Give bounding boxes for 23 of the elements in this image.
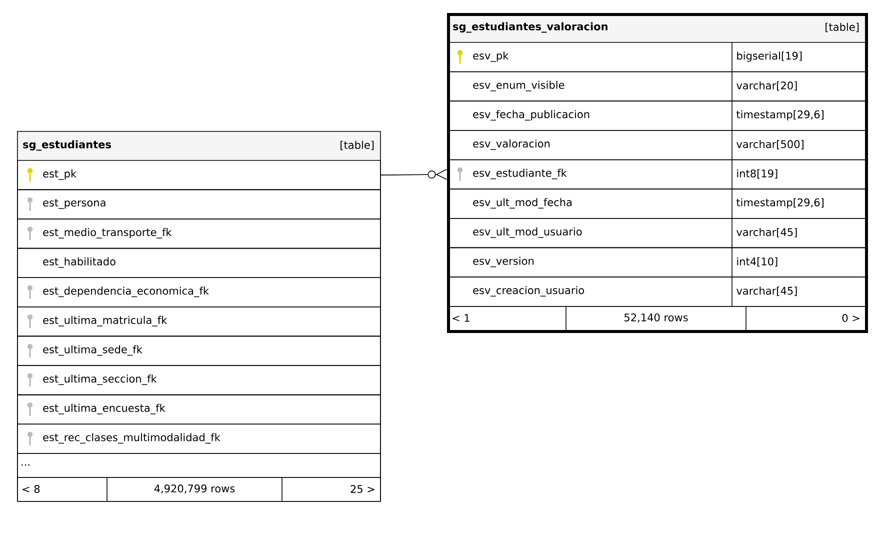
relationship-line (380, 168, 448, 180)
table-row: est_ultima_matricula_fk (17, 306, 381, 337)
table-row: est_dependencia_economica_fk (17, 277, 381, 308)
table-row: est_pk (17, 160, 381, 190)
table-row: esv_creacion_usuario varchar[45] (447, 276, 866, 307)
table-footer: < 8 4,920,799 rows 25 > (17, 476, 381, 502)
table-row: est_rec_clases_multimodalidad_fk (17, 424, 381, 454)
table-row: est_ultima_encuesta_fk (17, 394, 381, 424)
table-row: esv_ult_mod_fecha timestamp[29,6] (447, 188, 866, 219)
table-row: ... (17, 453, 381, 478)
table-row: est_medio_transporte_fk (17, 218, 381, 249)
table-row: esv_version int4[10] (447, 246, 866, 278)
table-row: esv_fecha_publicacion timestamp[29,6] (447, 100, 866, 131)
table-row: esv_valoracion varchar[500] (447, 130, 866, 160)
table-footer: < 1 52,140 rows 0 > (447, 306, 866, 331)
table-row: esv_enum_visible varchar[20] (447, 70, 866, 102)
table-row: esv_estudiante_fk int8[19] (447, 158, 866, 190)
table-row: esv_pk bigserial[19] (447, 42, 866, 72)
table-row: esv_ult_mod_usuario varchar[45] (447, 218, 866, 248)
table-row: est_habilitado (17, 248, 381, 278)
table-row: est_ultima_seccion_fk (17, 365, 381, 396)
table-row: est_ultima_sede_fk (17, 336, 381, 366)
table-row: est_persona (17, 189, 381, 220)
